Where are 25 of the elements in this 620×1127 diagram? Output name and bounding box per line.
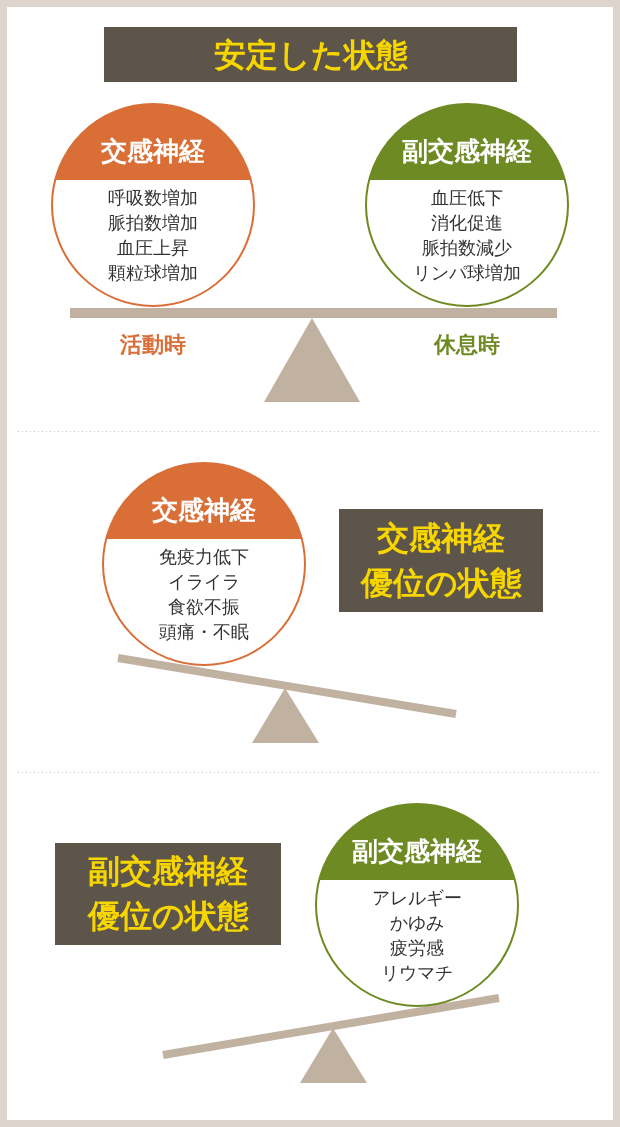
circle-heading: 副交感神経 [402,136,532,166]
effect-text: 疲労感 [390,936,444,960]
circle-heading: 交感神経 [101,136,205,166]
effect-text: 脈拍数減少 [422,236,512,260]
effect-text: 血圧低下 [431,186,503,210]
effect-text: 頭痛・不眠 [159,620,249,644]
heading-banner: 安定した状態 [104,27,517,82]
effect-text: 消化促進 [431,211,503,235]
heading-banner: 交感神経優位の状態 [339,509,543,612]
effect-text: 血圧上昇 [117,236,189,260]
state-label: 活動時 [120,332,186,358]
effect-text: 呼吸数増加 [108,186,198,210]
effect-text: リウマチ [381,961,453,985]
effect-text: 顆粒球増加 [108,261,198,285]
effect-text: アレルギー [372,886,462,910]
state-label: 休息時 [434,332,500,358]
heading-banner: 副交感神経優位の状態 [55,843,281,945]
effect-text: 食欲不振 [168,595,240,619]
effect-text: 脈拍数増加 [108,211,198,235]
effect-text: リンパ球増加 [413,261,521,285]
circle-heading: 交感神経 [152,495,256,525]
effect-text: かゆみ [390,911,444,935]
circle-heading: 副交感神経 [352,836,482,866]
effect-text: イライラ [168,570,240,594]
effect-text: 免疫力低下 [159,545,249,569]
